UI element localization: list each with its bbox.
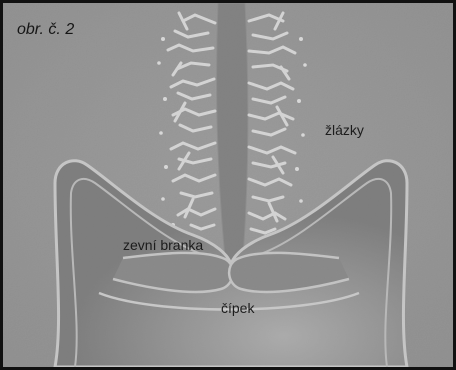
- external-os-label: zevní branka: [123, 238, 203, 252]
- cervix-tip-label: čípek: [221, 301, 254, 315]
- figure-label: obr. č. 2: [17, 22, 74, 38]
- glands-label: žlázky: [325, 123, 364, 137]
